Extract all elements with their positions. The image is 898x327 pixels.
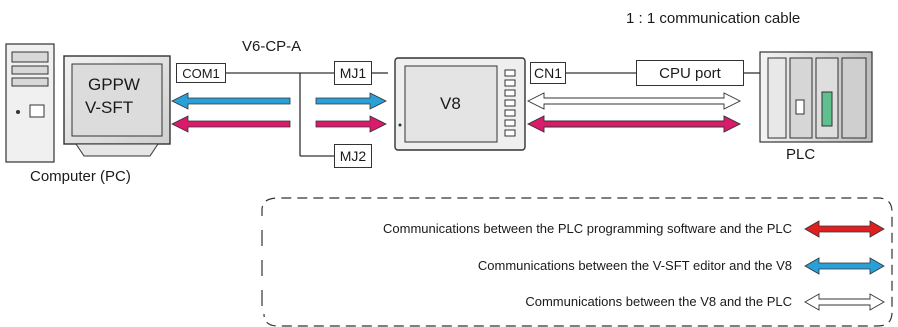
- legend-text-editor: Communications between the V-SFT editor …: [477, 258, 792, 273]
- legend-text-v8-plc: Communications between the V8 and the PL…: [525, 294, 792, 309]
- legend-text-programming: Communications between the PLC programmi…: [383, 221, 792, 236]
- arrow-programming-v8-plc: [526, 115, 742, 133]
- legend-box: [261, 197, 893, 327]
- pc-tower-icon: [5, 43, 55, 163]
- pc-screen-text-gppw: GPPW: [88, 75, 140, 94]
- pc-monitor-icon: [63, 55, 171, 157]
- legend-arrow-editor: [804, 257, 885, 275]
- com1-port-label: COM1: [176, 63, 226, 83]
- arrow-programming-left: [171, 115, 291, 133]
- cable-lines: [226, 72, 760, 157]
- cable-model-label: V6-CP-A: [242, 38, 302, 55]
- v8-hmi-icon: [394, 57, 526, 151]
- cn1-port-label: CN1: [530, 62, 566, 84]
- plc-label: PLC: [786, 146, 816, 163]
- arrow-v8-plc-double: [526, 92, 742, 110]
- mj2-port-label: MJ2: [334, 144, 372, 168]
- legend-arrow-v8-plc: [804, 293, 885, 311]
- cable-title: 1 : 1 communication cable: [626, 10, 801, 27]
- plc-icon: [759, 51, 873, 143]
- pc-label: Computer (PC): [30, 168, 131, 185]
- mj1-port-label: MJ1: [334, 61, 372, 85]
- pc-screen-text-vsft: V-SFT: [85, 98, 134, 117]
- arrow-editor-right: [315, 92, 387, 110]
- arrow-programming-right: [315, 115, 387, 133]
- v8-label: V8: [440, 94, 461, 113]
- arrow-editor-left: [171, 92, 291, 110]
- legend-arrow-programming: [804, 220, 885, 238]
- cpu-port-label: CPU port: [636, 60, 744, 86]
